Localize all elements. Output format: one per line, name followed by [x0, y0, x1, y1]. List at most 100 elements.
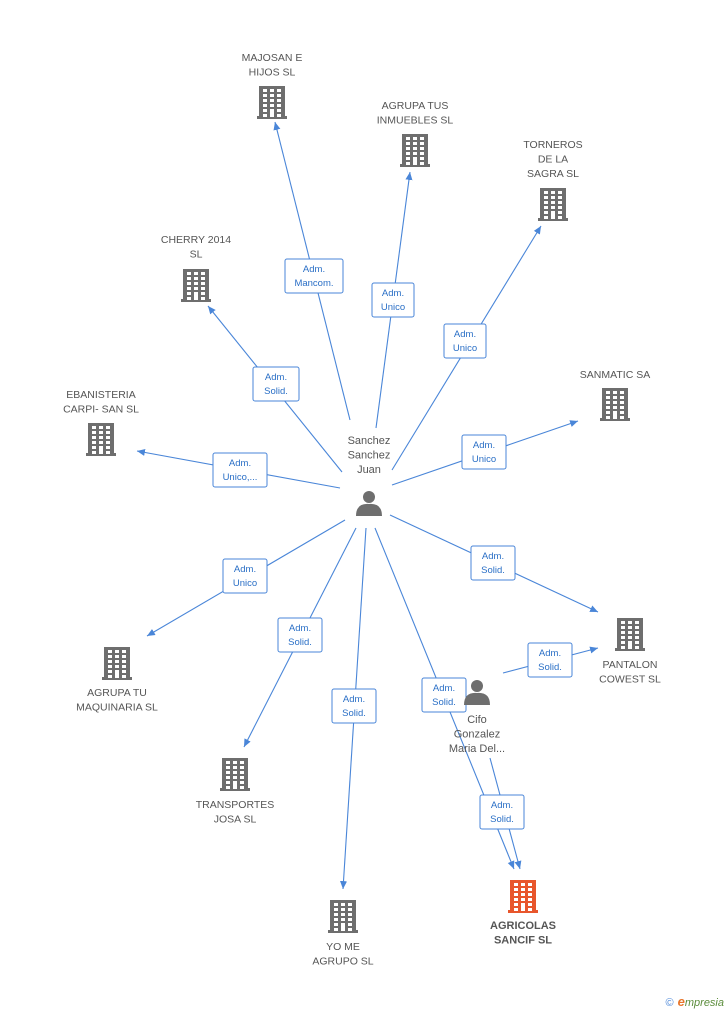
building-icon: [86, 423, 116, 456]
node-label: SANCIF SL: [494, 935, 552, 947]
company-node-c_transportes[interactable]: TRANSPORTES JOSA SL: [196, 758, 275, 826]
node-label: Sanchez: [348, 450, 391, 462]
edge-label-c_cherry[interactable]: Adm. Solid.: [252, 366, 300, 402]
edge-label-text: Solid.: [432, 697, 456, 708]
edge-label-box[interactable]: [527, 642, 573, 678]
brand-e-logo: e: [677, 994, 685, 1009]
building-icon: [181, 269, 211, 302]
node-label: AGRUPA TU: [87, 687, 147, 699]
node-label: MAQUINARIA SL: [76, 702, 158, 714]
edge-label-text: Adm.: [482, 551, 504, 562]
edge-label-c_majosan[interactable]: Adm. Mancom.: [284, 258, 344, 294]
edge-label-box[interactable]: [252, 366, 300, 402]
edge-label-box[interactable]: [479, 794, 525, 830]
node-label: JOSA SL: [214, 814, 257, 826]
company-node-c_agrupa_tu[interactable]: AGRUPA TU MAQUINARIA SL: [76, 647, 158, 714]
edge-label-box[interactable]: [212, 452, 268, 488]
edge-label-text: Solid.: [481, 565, 505, 576]
edge-label-text: Unico: [453, 343, 477, 354]
building-icon: [538, 188, 568, 221]
edge-label-c_ebanisteria[interactable]: Adm. Unico,...: [212, 452, 268, 488]
edge-label-c_yome[interactable]: Adm. Solid.: [331, 688, 377, 724]
node-label: AGRICOLAS: [490, 920, 556, 932]
company-node-c_agricolas[interactable]: AGRICOLAS SANCIF SL: [490, 880, 556, 947]
person-icon: [464, 680, 490, 705]
edge-label-c_agricolas[interactable]: Adm.Solid.: [421, 677, 467, 713]
edge-label-text: Unico,...: [223, 472, 258, 483]
node-label: Gonzalez: [454, 729, 500, 741]
node-label: YO ME: [326, 941, 360, 953]
node-label: TRANSPORTES: [196, 799, 275, 811]
building-icon: [257, 86, 287, 119]
edge-label-c_sanmatic[interactable]: Adm.Unico: [461, 434, 507, 470]
edge-label-text: Adm.: [229, 458, 251, 469]
building-icon: [328, 900, 358, 933]
edge-label-box[interactable]: [284, 258, 344, 294]
edge-label-text: Unico: [472, 454, 496, 465]
edge-label-text: Adm.: [303, 264, 325, 275]
building-icon: [102, 647, 132, 680]
edge-label-box[interactable]: [331, 688, 377, 724]
edge-label-c_torneros[interactable]: Adm. Unico: [443, 323, 487, 359]
edge-label-c_agrupa_tu[interactable]: Adm. Unico: [222, 558, 268, 594]
building-icon: [508, 880, 538, 913]
edge-label-text: Adm.: [343, 694, 365, 705]
edge-label-text: Adm.: [491, 800, 513, 811]
footer-brand[interactable]: ©empresia: [666, 994, 724, 1009]
edge-label-box[interactable]: [371, 282, 415, 318]
copyright-symbol: ©: [665, 997, 674, 1009]
edge-label-text: Adm.: [454, 329, 476, 340]
node-label: INMUEBLES SL: [377, 115, 454, 127]
edge-label-box[interactable]: [421, 677, 467, 713]
node-label: CHERRY 2014: [161, 234, 231, 246]
edge-label-text: Solid.: [538, 662, 562, 673]
company-node-c_ebanisteria[interactable]: EBANISTERIA CARPI- SAN SL: [63, 389, 139, 456]
edge-label-text: Unico: [381, 302, 405, 313]
node-label: SANMATIC SA: [580, 369, 650, 381]
company-node-c_pantalon[interactable]: PANTALON COWEST SL: [599, 618, 661, 686]
node-label: PANTALON: [602, 659, 657, 671]
node-label: CARPI- SAN SL: [63, 404, 139, 416]
node-label: MAJOSAN E: [242, 52, 303, 64]
edge-label-text: Unico: [233, 578, 257, 589]
edge-label-text: Adm.: [234, 564, 256, 575]
node-label: TORNEROS: [523, 139, 582, 151]
edge-label-c_pantalon[interactable]: Adm. Solid.: [527, 642, 573, 678]
edge-label-c_transportes[interactable]: Adm.Solid.: [277, 617, 323, 653]
node-label: DE LA: [538, 154, 568, 166]
node-label: SL: [190, 249, 203, 261]
node-label: COWEST SL: [599, 674, 661, 686]
edge-labels-layer: Adm.Mancom.Adm.UnicoAdm.UnicoAdm.Solid.A…: [212, 258, 573, 830]
edge-label-text: Adm.: [265, 372, 287, 383]
edge-label-text: Solid.: [288, 637, 312, 648]
building-icon: [220, 758, 250, 791]
building-icon: [400, 134, 430, 167]
company-node-c_agrupa_tus[interactable]: AGRUPA TUS INMUEBLES SL: [377, 100, 454, 167]
edge-label-box[interactable]: [443, 323, 487, 359]
company-node-c_sanmatic[interactable]: SANMATIC SA: [580, 369, 650, 421]
node-label: EBANISTERIA: [66, 389, 135, 401]
node-label: AGRUPA TUS: [382, 100, 449, 112]
edge-label-box[interactable]: [222, 558, 268, 594]
brand-name: mpresia: [684, 997, 724, 1009]
edge-label-c_agrupa_tus[interactable]: Adm. Unico: [371, 282, 415, 318]
edge-label-text: Adm.: [382, 288, 404, 299]
edge-label-box[interactable]: [277, 617, 323, 653]
edge-label-c_pantalon[interactable]: Adm. Solid.: [470, 545, 516, 581]
edge-label-text: Solid.: [264, 386, 288, 397]
edge-label-box[interactable]: [461, 434, 507, 470]
edge-label-box[interactable]: [470, 545, 516, 581]
edge-label-text: Mancom.: [294, 278, 333, 289]
edge-label-c_agricolas[interactable]: Adm.Solid.: [479, 794, 525, 830]
edge-label-text: Solid.: [342, 708, 366, 719]
edge-label-text: Adm.: [539, 648, 561, 659]
